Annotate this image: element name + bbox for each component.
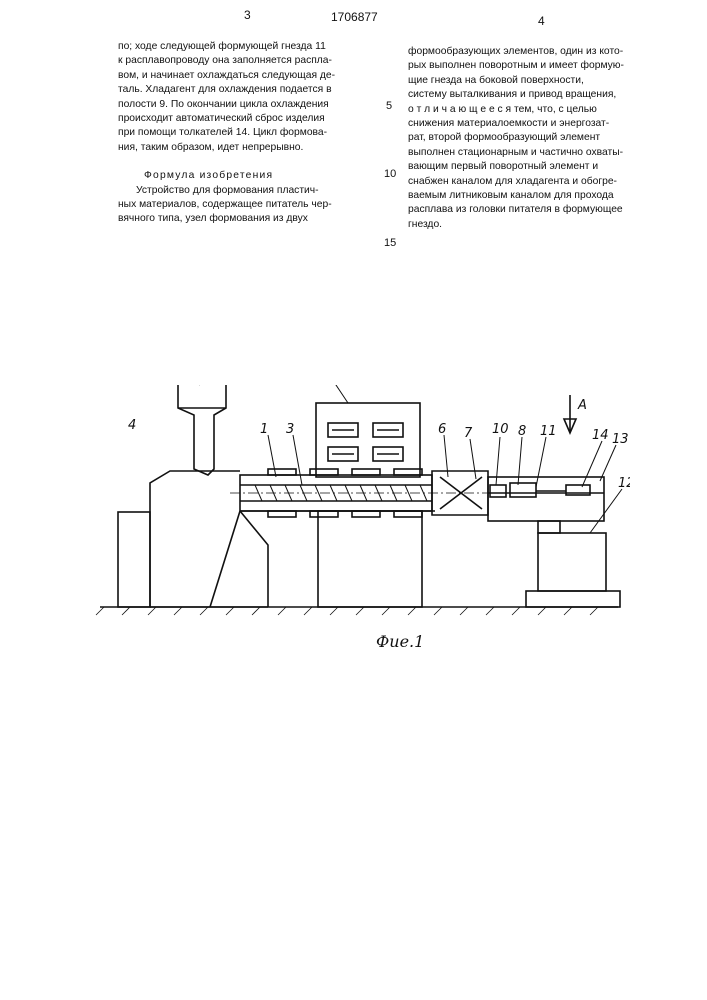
label-4: 4 xyxy=(128,418,136,433)
text-line: рых выполнен поворотным и имеет формую- xyxy=(408,59,670,73)
label-1: 1 xyxy=(260,422,268,437)
text-line: к расплавопроводу она заполняется распла… xyxy=(118,54,376,68)
text-line: рат, второй формообразующий элемент xyxy=(408,131,670,145)
machine-frame xyxy=(150,471,240,607)
claims-heading: Формула изобретения xyxy=(118,169,376,183)
page-number-right: 4 xyxy=(538,14,545,28)
text-line: вом, и начинает охлаждаться следующая де… xyxy=(118,69,376,83)
line-number: 15 xyxy=(384,237,396,249)
text-line: выполнен стационарным и частично охваты- xyxy=(408,146,670,160)
label-13: 13 xyxy=(612,432,629,447)
label-11: 11 xyxy=(540,424,557,439)
hopper xyxy=(178,385,226,475)
right-column: формообразующих элементов, один из кото-… xyxy=(408,45,670,232)
text-line: происходит автоматический сброс изделия xyxy=(118,112,376,126)
claim-line: Устройство для формования пластич- xyxy=(118,184,376,198)
text-line: по; ходе следующей формующей гнезда 11 xyxy=(118,40,376,54)
text-line: полости 9. По окончании цикла охлаждения xyxy=(118,98,376,112)
text-line: вающим первый поворотный элемент и xyxy=(408,160,670,174)
figure-caption: Фие.1 xyxy=(376,632,424,651)
label-14: 14 xyxy=(592,428,609,443)
line-number: 5 xyxy=(386,100,392,112)
label-7: 7 xyxy=(464,426,473,441)
text-line: гнездо. xyxy=(408,218,670,232)
text-line: таль. Хладагент для охлаждения подается … xyxy=(118,83,376,97)
text-line: ния, таким образом, идет непрерывно. xyxy=(118,141,376,155)
text-line: при помощи толкателей 14. Цикл формова- xyxy=(118,126,376,140)
label-12: 12 xyxy=(618,476,630,491)
text-line: снабжен каналом для хладагента и обогре- xyxy=(408,175,670,189)
floor-hatching xyxy=(96,607,598,615)
claim-line: ных материалов, содержащее питатель чер- xyxy=(118,198,376,212)
text-line: ваемым литниковым каналом для прохода xyxy=(408,189,670,203)
text-line: о т л и ч а ю щ е е с я тем, что, с цель… xyxy=(408,103,670,117)
claim-line: вячного типа, узел формования из двух xyxy=(118,212,376,226)
text-line: систему выталкивания и привод вращения, xyxy=(408,88,670,102)
apparatus-drawing: 2 5 4 1 3 6 7 10 8 11 A 14 13 12 xyxy=(90,385,630,625)
line-number: 10 xyxy=(384,168,396,180)
label-8: 8 xyxy=(518,424,526,439)
label-A: A xyxy=(577,398,587,413)
control-box xyxy=(316,403,420,477)
text-line: расплава из головки питателя в формующее xyxy=(408,203,670,217)
patent-number: 1706877 xyxy=(331,10,378,24)
page-number-left: 3 xyxy=(244,8,251,22)
text-line: снижения материалоемкости и энергозат- xyxy=(408,117,670,131)
mold-unit xyxy=(488,477,604,521)
text-line: формообразующих элементов, один из кото- xyxy=(408,45,670,59)
frame-support xyxy=(318,511,422,607)
rotary-drive-pillar xyxy=(538,521,560,533)
label-10: 10 xyxy=(492,422,509,437)
text-line: щие гнезда на боковой поверхности, xyxy=(408,74,670,88)
label-6: 6 xyxy=(438,422,446,437)
left-column: по; ходе следующей формующей гнезда 11 к… xyxy=(118,40,376,227)
label-3: 3 xyxy=(286,422,294,437)
motor-block xyxy=(118,512,150,607)
